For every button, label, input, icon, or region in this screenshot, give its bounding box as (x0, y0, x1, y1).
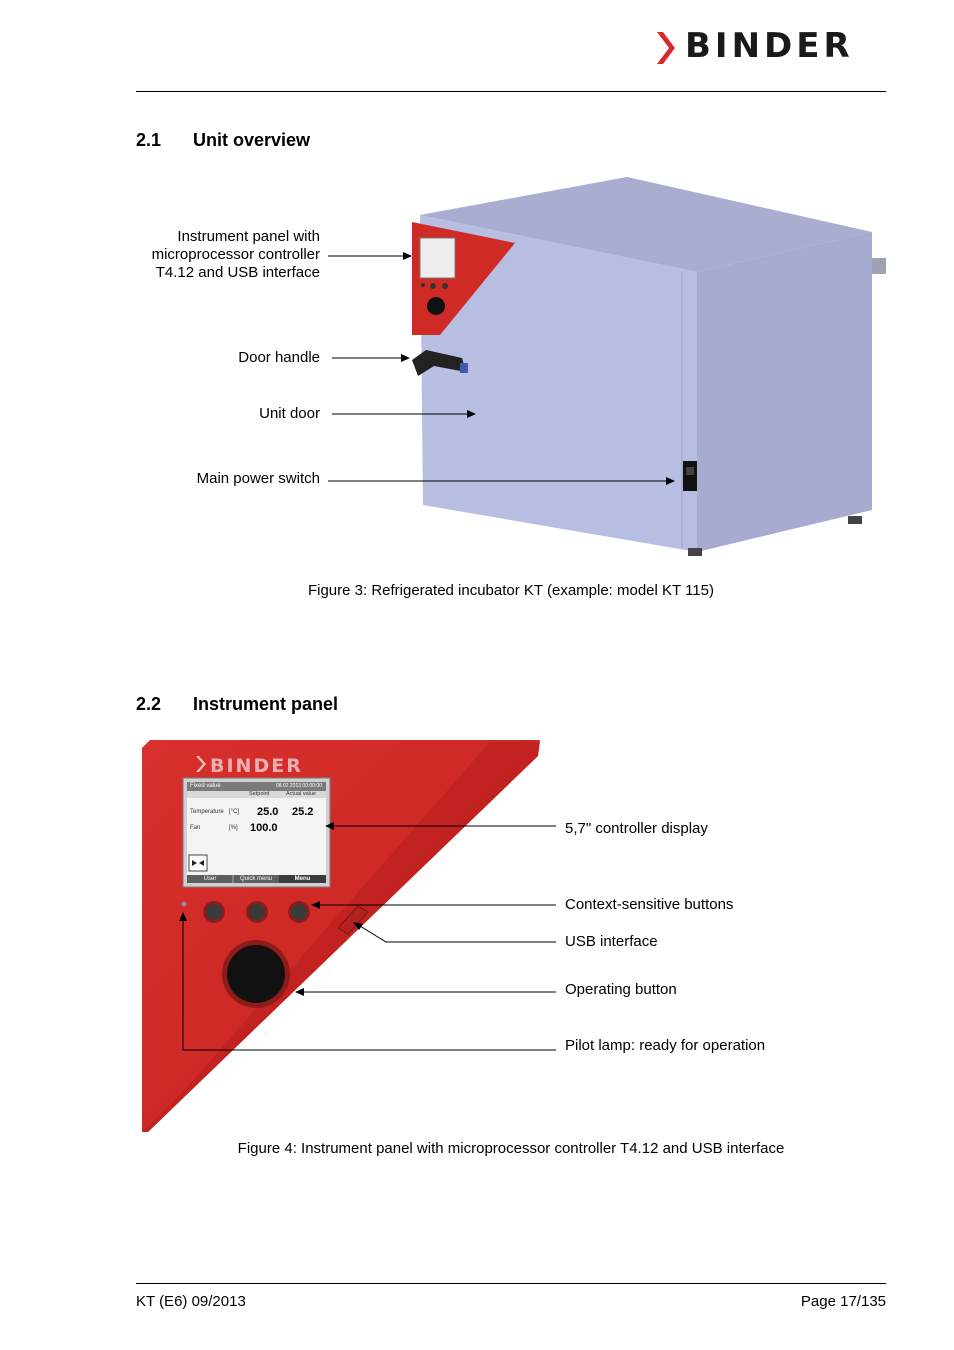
footer-page-number: Page 17/135 (800, 1293, 886, 1310)
section-2-1-number: 2.1 (136, 130, 162, 150)
controller-display-screen (187, 782, 326, 883)
screen-row-fan-unit: [%] (229, 825, 238, 831)
label-door-handle: Door handle (238, 349, 320, 366)
screen-datetime: 08.02.2013 00:00:00 (276, 783, 322, 789)
label-main-power-switch: Main power switch (196, 470, 320, 487)
panel-logo-text: BINDER (210, 755, 303, 777)
pilot-lamp (181, 901, 187, 907)
section-2-2-title: Instrument panel (193, 694, 339, 714)
screen-col-actual: Actual value (286, 791, 316, 797)
screen-nav-icon (188, 854, 208, 872)
footer-rule (136, 1283, 886, 1284)
label-context-buttons: Context-sensitive buttons (565, 896, 734, 913)
cabinet-top (420, 177, 872, 272)
screen-row-temp-setpoint: 25.0 (257, 806, 279, 818)
context-button-3 (291, 904, 307, 920)
label-pilot-lamp: Pilot lamp: ready for operation (565, 1037, 766, 1054)
screen-row-temp-unit: [°C] (229, 809, 240, 815)
mini-display (419, 237, 456, 279)
binder-logo-text: BINDER (685, 26, 854, 66)
cabinet-side (697, 232, 872, 552)
figure3-caption: Figure 3: Refrigerated incubator KT (exa… (307, 582, 715, 599)
screen-row-temp-actual: 25.2 (292, 806, 314, 818)
label-instrument-panel: Instrument panel with microprocessor con… (151, 228, 320, 281)
section-2-1-title: Unit overview (193, 130, 311, 150)
screen-row-fan-name: Fan (190, 825, 201, 831)
binder-logo: BINDER (655, 26, 887, 66)
cabinet-front (420, 215, 697, 552)
context-button-1 (206, 904, 222, 920)
header-rule (136, 91, 886, 92)
softkey-menu[interactable]: Menu (294, 876, 311, 882)
softkey-user[interactable]: User (203, 876, 217, 882)
footer-doc-id: KT (E6) 09/2013 (136, 1293, 246, 1310)
section-2-2-number: 2.2 (136, 694, 162, 714)
binder-logo-icon (657, 32, 675, 64)
screen-mode: Fixed value (190, 783, 221, 789)
figure4-caption: Figure 4: Instrument panel with micropro… (237, 1140, 785, 1157)
context-button-2 (249, 904, 265, 920)
label-usb-interface: USB interface (565, 933, 658, 950)
door-handle-shape (412, 350, 466, 376)
label-operating-button: Operating button (565, 981, 677, 998)
operating-button-knob (227, 945, 285, 1003)
label-controller-display: 5,7" controller display (565, 820, 708, 837)
label-unit-door: Unit door (259, 405, 320, 422)
screen-row-fan-setpoint: 100.0 (250, 822, 278, 834)
mini-operating-button (427, 297, 445, 315)
usb-cover (337, 905, 369, 935)
screen-row-temp-name: Temperature (190, 809, 224, 815)
screen-col-setpoint: Setpoint (249, 791, 270, 797)
softkey-quick-menu[interactable]: Quick menu (239, 876, 272, 882)
